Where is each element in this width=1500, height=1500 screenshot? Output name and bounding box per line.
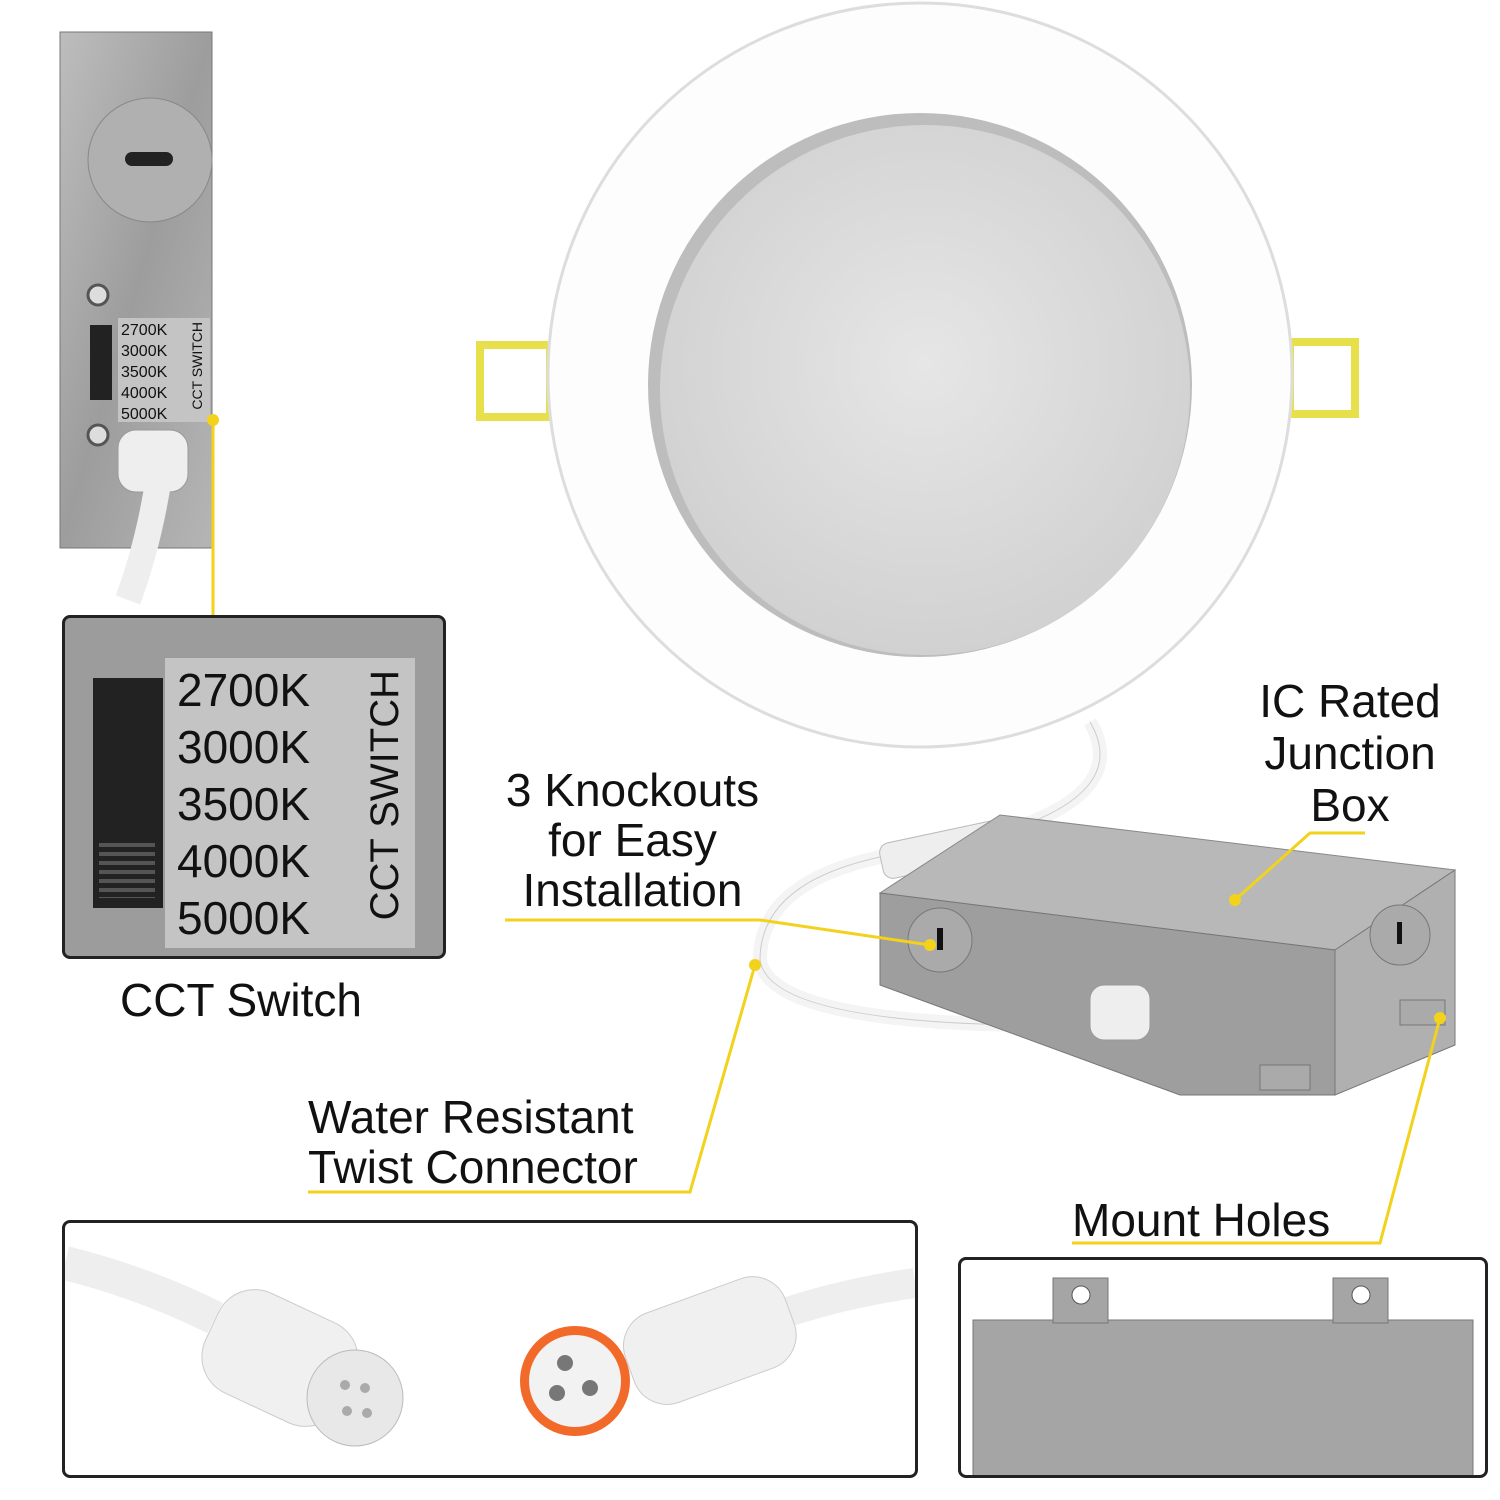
callout-line: IC Rated [1259, 675, 1441, 727]
connector-inset [62, 1220, 918, 1478]
switch-knob [99, 843, 155, 898]
cct-option: 4000K [121, 385, 168, 402]
mount-holes-inset [958, 1257, 1488, 1478]
cct-heading-small: CCT SWITCH [189, 322, 205, 410]
cct-option: 3500K [177, 778, 311, 830]
callout-line: for Easy [548, 814, 717, 866]
connector-callout: Water Resistant Twist Connector [308, 1092, 638, 1192]
cct-options: 2700K 3000K 3500K 4000K 5000K [177, 662, 310, 947]
cct-switch-caption: CCT Switch [120, 974, 362, 1026]
callout-line: Installation [522, 864, 743, 916]
cct-option: 2700K [177, 664, 311, 716]
cct-options-small: 2700K 3000K 3500K 4000K 5000K [121, 320, 167, 425]
junction-box [878, 814, 1457, 1096]
cct-switch-inset: 2700K 3000K 3500K 4000K 5000K CCT SWITCH [62, 615, 446, 959]
callout-line: Box [1310, 779, 1390, 831]
callout-dots [207, 414, 1446, 1024]
callout-line: Water Resistant [308, 1091, 634, 1143]
mount-holes-callout: Mount Holes [1072, 1194, 1331, 1246]
cct-option: 3500K [121, 364, 168, 381]
cct-option: 2700K [121, 322, 168, 339]
junction-box-callout: IC Rated Junction Box [1240, 675, 1460, 831]
callout-line: Twist Connector [308, 1141, 638, 1193]
cct-option: 4000K [177, 835, 311, 887]
cct-option: 3000K [177, 721, 311, 773]
knockouts-callout: 3 Knockouts for Easy Installation [480, 765, 785, 915]
driver-box-photo [59, 31, 213, 605]
cct-option: 5000K [121, 406, 168, 423]
cct-heading: CCT SWITCH [363, 670, 407, 921]
callout-line: Junction [1264, 727, 1436, 779]
callout-line: 3 Knockouts [505, 764, 760, 816]
cct-option: 5000K [177, 892, 311, 944]
callout-lines [211, 420, 1442, 1245]
cct-option: 3000K [121, 343, 168, 360]
downlight [476, 1, 1359, 749]
female-connector [623, 1276, 797, 1405]
